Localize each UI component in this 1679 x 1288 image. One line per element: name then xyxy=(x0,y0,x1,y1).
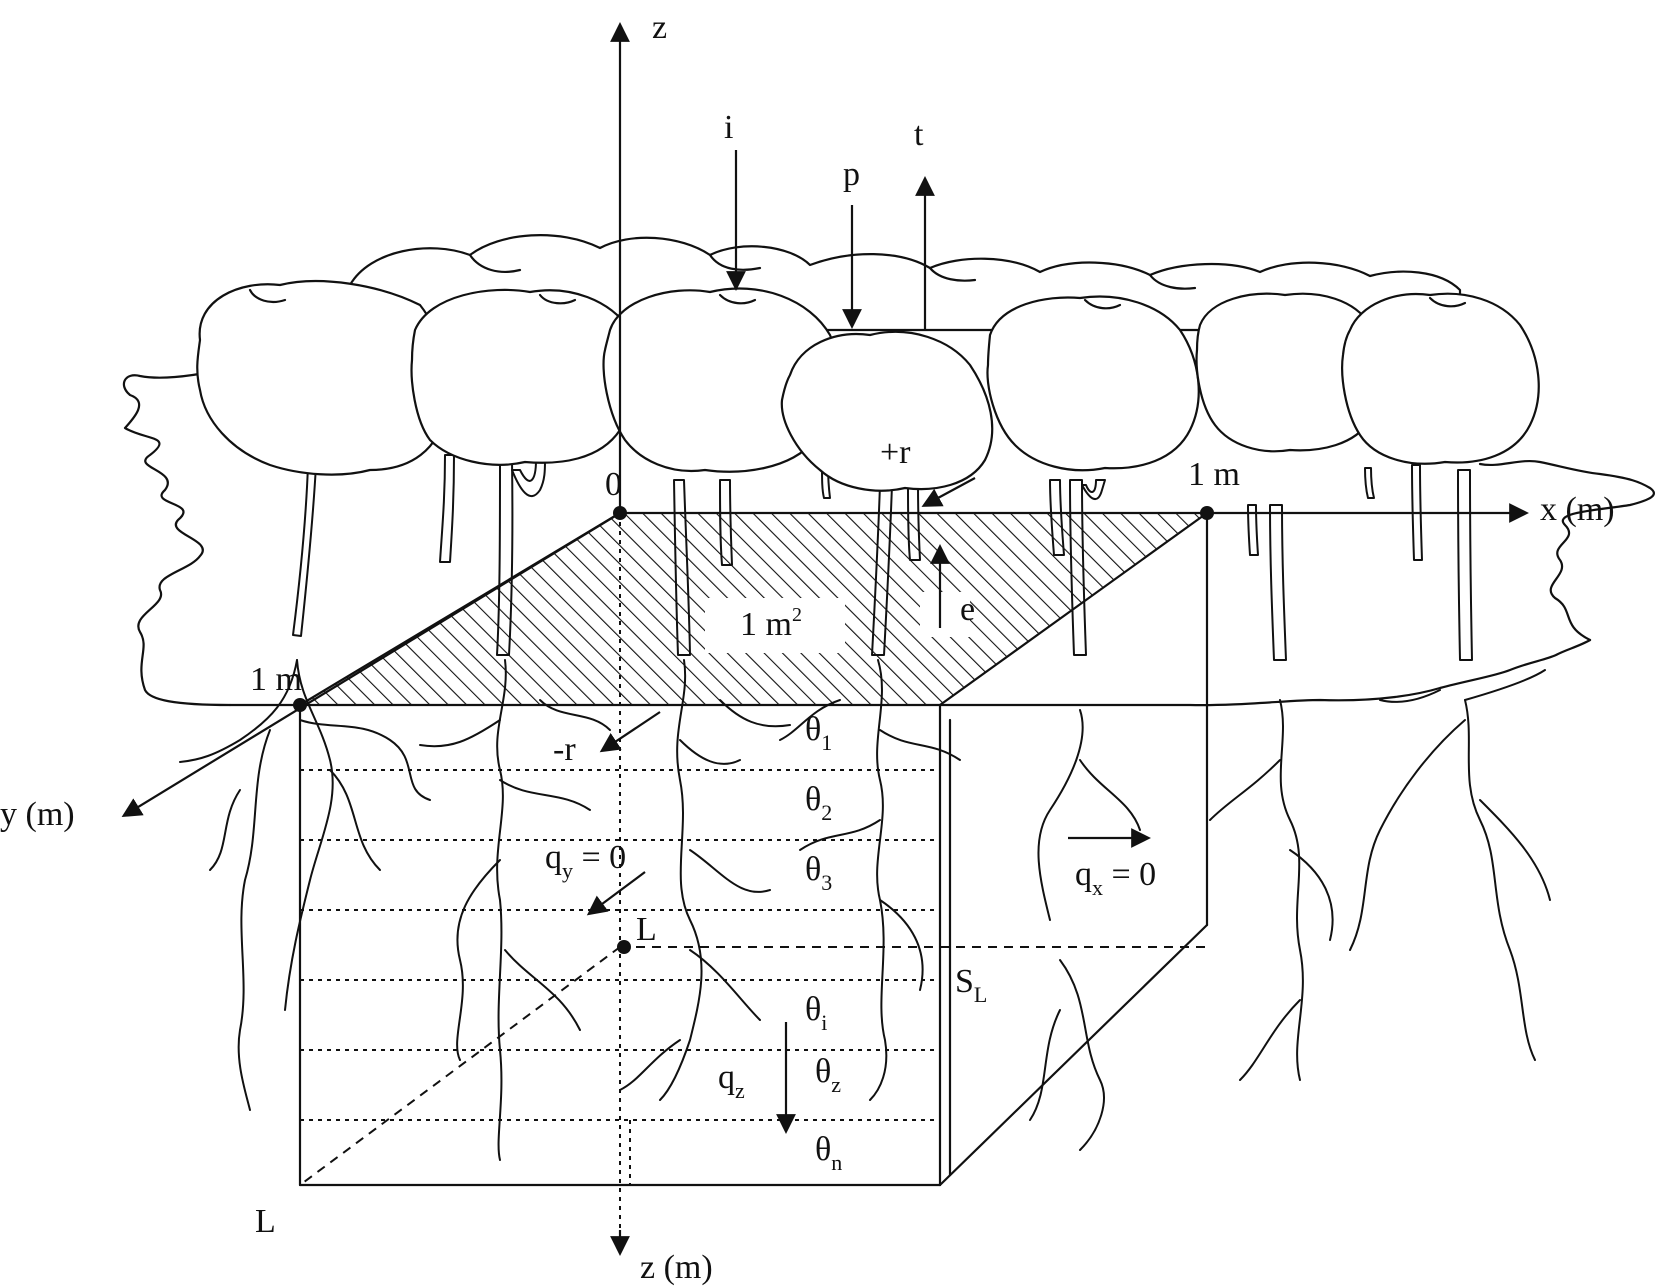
y-end-label: 1 m xyxy=(250,661,302,698)
thetai-label: θi xyxy=(805,991,827,1035)
theta2-label: θ2 xyxy=(805,781,832,825)
x-end-label: 1 m xyxy=(1188,456,1240,493)
minus-r-label: -r xyxy=(553,731,576,768)
e-label: e xyxy=(960,591,975,628)
thetaz-label: θz xyxy=(815,1053,841,1097)
z-up-label: z xyxy=(652,9,667,46)
theta1-label: θ1 xyxy=(805,711,832,755)
area-label: 1 m2 xyxy=(740,604,802,643)
axes-and-fluxes xyxy=(121,22,1529,1256)
y-axis xyxy=(121,512,621,818)
origin-point xyxy=(613,506,627,520)
plus-r-label: +r xyxy=(880,434,911,471)
SL-label: SL xyxy=(955,963,987,1007)
canopy-back-row xyxy=(348,234,1462,332)
i-label: i xyxy=(724,109,733,146)
thetan-label: θn xyxy=(815,1131,842,1175)
ground-outline xyxy=(122,370,1656,707)
x-axis-label: x (m) xyxy=(1540,491,1615,528)
y-end-point xyxy=(293,698,307,712)
soil-control-volume xyxy=(298,511,1209,1187)
theta3-label: θ3 xyxy=(805,851,832,895)
hatched-surface-area xyxy=(298,511,1209,707)
L-corner-label: L xyxy=(255,1203,276,1240)
z-axis-label: z (m) xyxy=(640,1249,713,1286)
runoff-out-arrow xyxy=(599,711,661,753)
qy-arrow xyxy=(586,871,646,916)
qx-label: qx = 0 xyxy=(1075,856,1156,900)
runoff-in-arrow xyxy=(921,477,976,507)
tree-roots xyxy=(179,659,1551,1161)
depth-L-point xyxy=(617,940,631,954)
t-label: t xyxy=(914,116,924,153)
qz-label: qz xyxy=(718,1059,745,1103)
tree-canopies-front xyxy=(196,280,1540,492)
diagram-labels: z i p t +r 0 1 m x (m) e 1 m2 1 m -r y (… xyxy=(0,9,1615,1286)
depth-L-label: L xyxy=(636,911,657,948)
y-axis-label: y (m) xyxy=(0,796,75,833)
qy-label: qy = 0 xyxy=(545,839,626,883)
x-end-point xyxy=(1200,506,1214,520)
p-label: p xyxy=(843,156,860,193)
origin-label: 0 xyxy=(605,466,622,503)
